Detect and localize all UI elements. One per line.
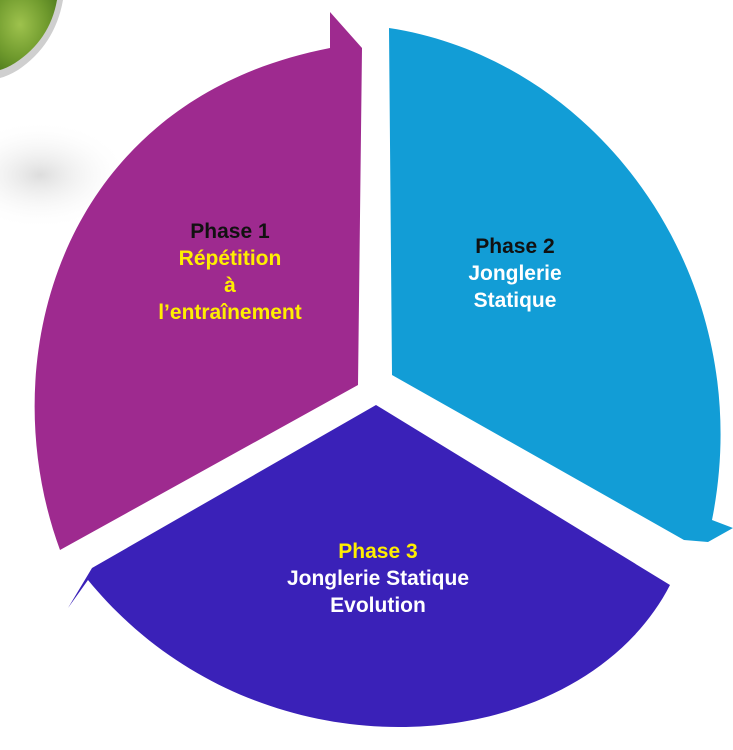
phase1-title: Phase 1 (190, 220, 270, 243)
phase1-label: Phase 1 Répétition à l’entraînement (100, 218, 360, 326)
phase1-line3: l’entraînement (158, 301, 302, 324)
corner-photo-fragment (0, 0, 130, 230)
phase3-label: Phase 3 Jonglerie Statique Evolution (228, 538, 528, 619)
phase2-label: Phase 2 Jonglerie Statique (400, 233, 630, 314)
phase1-line1: Répétition (178, 247, 282, 270)
phase3-title: Phase 3 (338, 540, 418, 563)
phase3-line1: Jonglerie Statique (286, 567, 470, 590)
phase2-title: Phase 2 (475, 235, 555, 258)
phase2-line2: Statique (473, 289, 557, 312)
phase1-line2: à (224, 274, 236, 297)
phase2-segment (389, 28, 733, 542)
phase3-line2: Evolution (330, 594, 426, 617)
phase3-segment (68, 405, 670, 728)
phase1-segment (34, 12, 362, 550)
phase2-line1: Jonglerie (468, 262, 562, 285)
